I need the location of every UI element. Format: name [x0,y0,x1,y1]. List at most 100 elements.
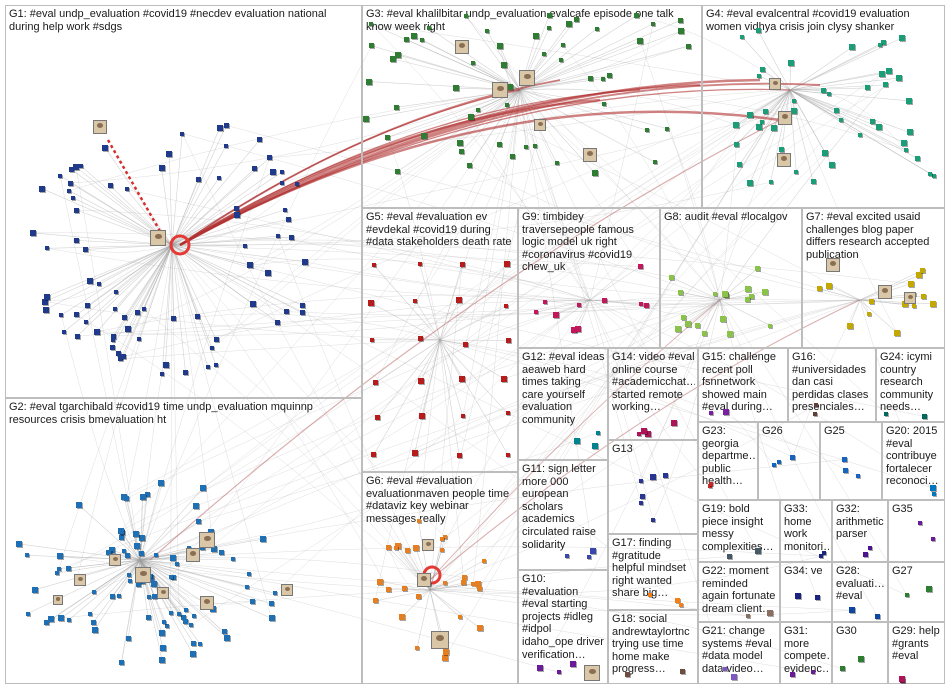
network-node [497,141,503,147]
group-cell-g5: G5: #eval #evaluation ev #evdekal #covid… [362,208,518,472]
network-edge [429,560,485,591]
network-node [870,118,875,124]
network-edge [429,264,463,591]
network-node [501,376,508,382]
network-edge [211,89,521,349]
network-edge [139,559,813,673]
network-node [374,415,380,421]
network-node [644,303,649,309]
network-node [88,611,93,616]
network-edge [182,133,431,591]
group-cell-g32: G32: arithmetic parser [832,500,888,562]
network-edge [171,244,681,605]
network-node [504,261,511,268]
network-edge [139,45,372,561]
network-edge [139,488,203,561]
avatar [583,148,597,162]
network-node [552,311,559,318]
network-node [471,581,476,586]
network-node [282,207,287,212]
network-node [638,479,643,484]
network-edge [45,301,441,341]
network-node [533,144,538,149]
network-node [645,128,650,133]
network-node [121,549,126,554]
network-node [858,132,863,137]
network-node [720,316,726,322]
network-edge [749,89,791,115]
network-edge [374,589,431,602]
group-label-g26: G26 [762,425,783,437]
network-node [755,265,761,271]
network-edge [139,373,163,561]
network-edge [477,109,861,301]
network-edge [419,264,441,341]
network-edge [589,299,725,670]
network-node [665,126,670,131]
network-node [475,107,480,112]
network-edge [439,306,507,341]
network-node [195,176,201,182]
network-edge [439,339,505,380]
network-node [834,108,840,113]
network-node [792,98,797,103]
avatar [200,596,214,610]
network-node [485,29,490,34]
network-node [726,554,732,559]
network-node [166,151,173,158]
network-edge [376,339,441,419]
group-label-g29: G29: help #grants #eval [892,625,940,663]
network-node [193,502,200,509]
network-edge [439,339,859,477]
network-node [180,131,185,136]
network-edge [439,100,795,341]
network-edge [441,299,591,551]
network-edge [789,84,886,91]
group-cell-g15: G15: challenge recent poll fsnnetwork sh… [698,348,788,422]
network-edge [97,294,591,332]
network-edge [68,559,141,569]
network-node [114,289,119,294]
network-node [57,567,62,571]
network-node [233,205,239,211]
network-node [737,162,743,168]
network-edge [198,299,861,522]
network-node [510,153,516,159]
network-node [929,485,936,492]
network-node [931,536,935,541]
network-node [813,411,817,416]
network-node [678,289,684,295]
network-edge [487,30,521,91]
avatar [93,120,107,134]
network-edge [429,555,822,594]
network-node [777,460,782,465]
network-edge [749,89,791,184]
network-edge [789,89,910,133]
network-edge [819,288,861,301]
network-node [650,21,655,26]
network-node [932,173,936,178]
network-node [418,413,425,419]
network-node [903,147,908,152]
network-edge [519,89,759,551]
network-node [118,535,124,541]
network-node [678,602,683,607]
network-node [757,74,762,78]
network-edge [304,261,861,305]
avatar [109,554,121,566]
network-node [685,321,692,328]
network-edge [429,589,748,617]
group-label-g12: G12: #eval ideas aeaweb hard times takin… [522,351,605,426]
network-edge [111,559,141,597]
network-node [595,430,600,435]
network-node [230,557,235,561]
group-cell-g34: G34: ve [780,562,832,622]
network-node [275,320,281,325]
network-edge [519,89,604,105]
network-node [135,581,141,587]
network-node [842,467,848,473]
network-edge [415,300,441,341]
network-edge [85,244,173,253]
network-edge [589,299,727,413]
